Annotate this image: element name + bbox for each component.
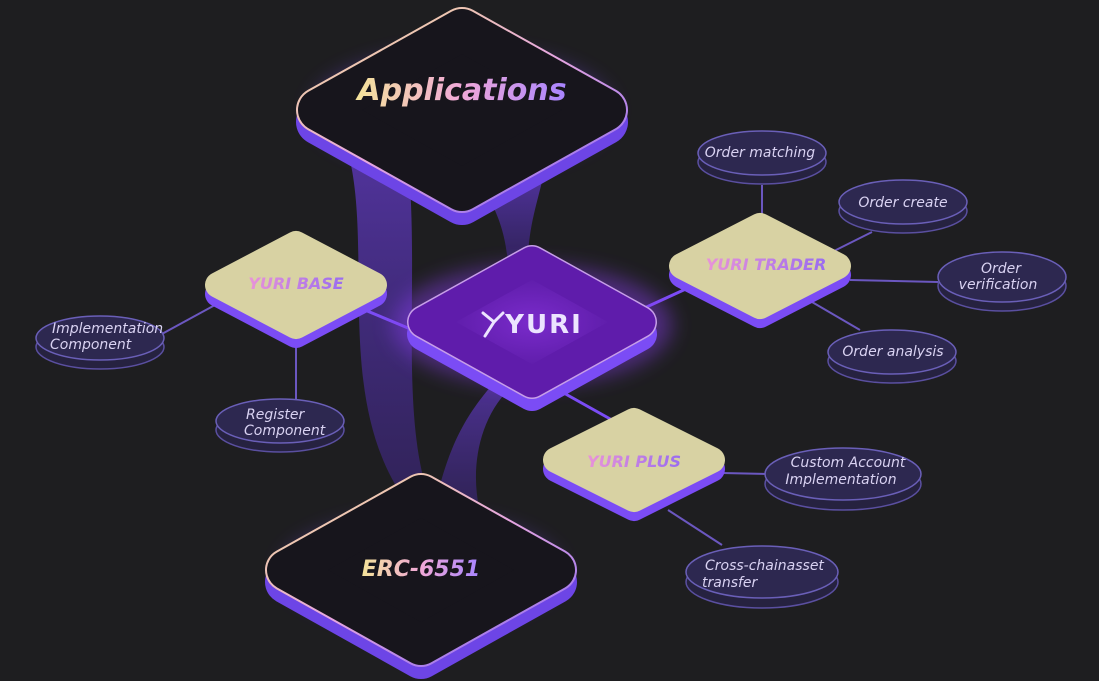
leaf-label: Implementation <box>785 472 896 488</box>
leaf-label: Order <box>981 261 1022 277</box>
erc-6551-node: ERC-6551 <box>265 473 577 679</box>
erc-6551-label: ERC-6551 <box>362 557 480 582</box>
leaf-label: Order analysis <box>842 344 943 360</box>
leaf-label: verification <box>959 277 1038 293</box>
leaf-label: Custom Account <box>791 455 906 471</box>
yuri-plus-label: YURI PLUS <box>587 452 681 471</box>
yuri-trader-label: YURI TRADER <box>706 255 827 274</box>
leaf-cross-chain-asset-transfer: Cross-chainasset transfer <box>685 545 839 609</box>
yuri-trader-node: YURI TRADER <box>669 213 851 328</box>
leaf-label: Order create <box>858 195 947 211</box>
yuri-plus-node: YURI PLUS <box>543 408 725 521</box>
leaf-label: transfer <box>702 575 759 591</box>
leaf-order-analysis: Order analysis <box>827 329 957 384</box>
leaf-order-create: Order create <box>838 179 968 234</box>
applications-label: Applications <box>355 73 566 108</box>
leaf-order-verification: Order verification <box>937 251 1067 312</box>
leaf-label: Implementation <box>52 321 163 337</box>
leaf-register-component: Register Component <box>215 398 345 453</box>
yuri-base-node: YURI BASE <box>205 231 387 348</box>
yuri-center-node: YURI <box>392 245 672 411</box>
leaf-label: Register <box>246 407 306 423</box>
leaf-custom-account-implementation: Custom Account Implementation <box>764 447 922 511</box>
leaf-label: Order matching <box>705 145 816 161</box>
yuri-base-label: YURI BASE <box>248 274 344 293</box>
leaf-label: Cross-chainasset <box>705 558 824 574</box>
yuri-center-label: YURI <box>504 310 583 340</box>
leaf-label: Component <box>50 337 132 353</box>
yuri-logo-icon <box>481 311 505 338</box>
applications-node: Applications <box>296 7 628 225</box>
leaf-label: Component <box>244 423 326 439</box>
leaf-implementation-component: Implementation Component <box>35 315 165 370</box>
leaf-order-matching: Order matching <box>697 130 827 185</box>
